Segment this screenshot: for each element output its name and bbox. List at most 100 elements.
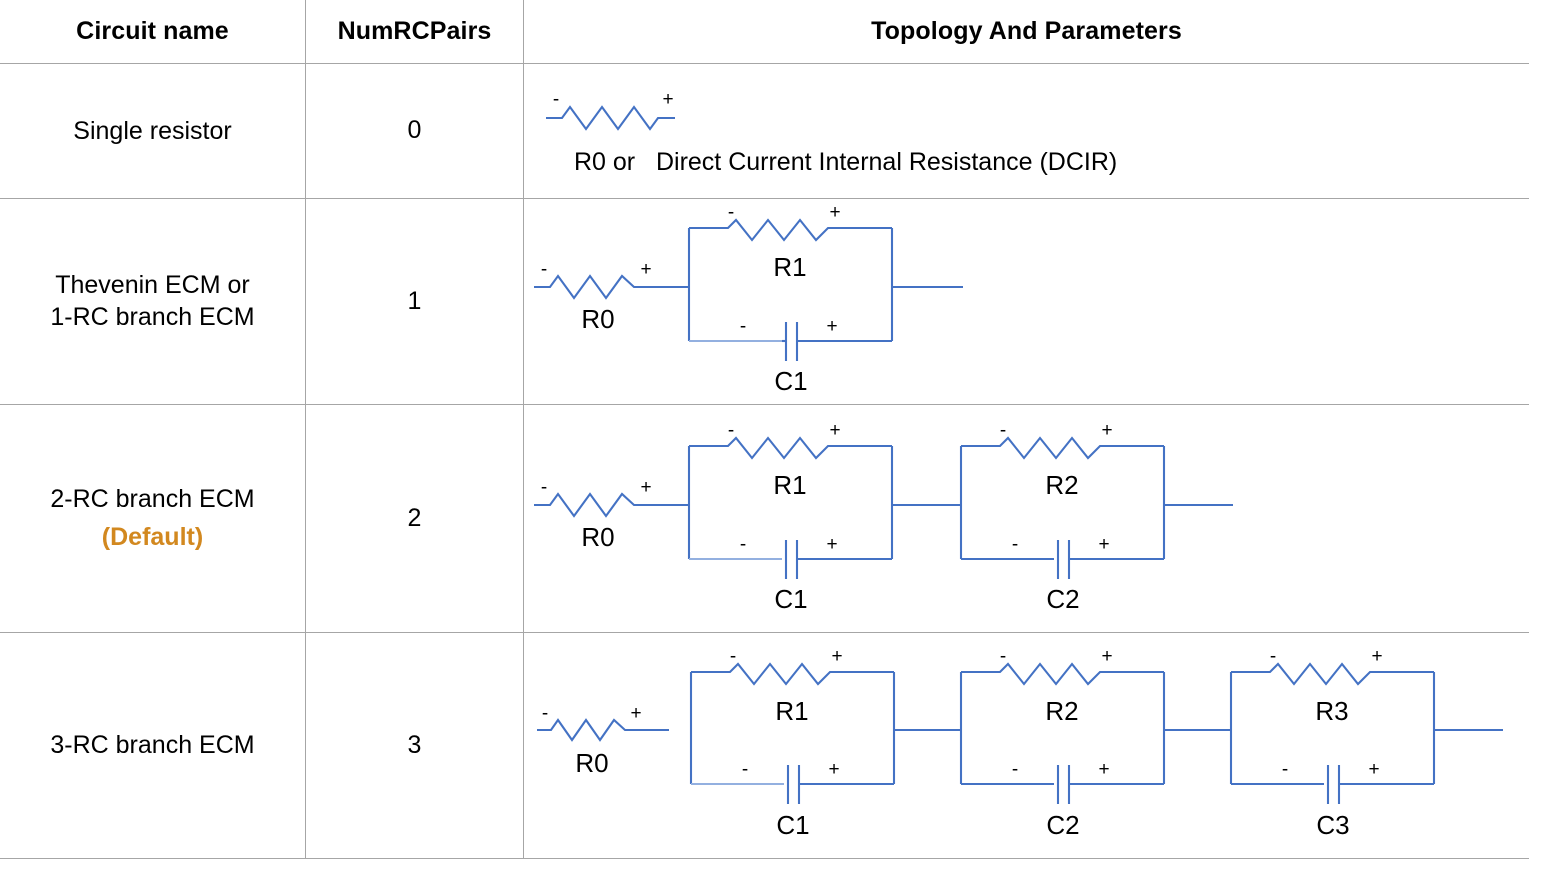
- c1-minus-sign: -: [742, 759, 748, 780]
- table-rule-row3: [0, 632, 1529, 633]
- r1-minus-sign: -: [730, 646, 736, 667]
- r2-minus-sign: -: [1000, 420, 1006, 441]
- row-single-resistor-name: Single resistor: [0, 63, 305, 198]
- circuit-name-main: 2-RC branch ECM: [50, 485, 255, 513]
- r0-minus-sign: -: [541, 477, 547, 498]
- resistor-r0-symbol: [546, 105, 675, 131]
- r1-minus-sign: -: [728, 202, 734, 223]
- header-num-rc-pairs-label: NumRCPairs: [337, 17, 492, 45]
- resistor-r0-symbol: [534, 492, 689, 518]
- c1-label: C1: [774, 584, 807, 614]
- header-topology: Topology And Parameters: [524, 0, 1529, 63]
- c3-plus-sign: +: [1368, 759, 1379, 780]
- single-resistor-caption: R0 or Direct Current Internal Resistance…: [574, 148, 1118, 176]
- rc-block-2: [959, 436, 1233, 579]
- rc-block-3: [1229, 662, 1503, 804]
- r0-label: R0: [575, 748, 608, 778]
- r0-label: R0: [581, 522, 614, 552]
- r0-minus-sign: -: [542, 703, 548, 724]
- row-single-resistor-numrcpairs: 0: [306, 63, 523, 198]
- r3-minus-sign: -: [1270, 646, 1276, 667]
- r1-plus-sign: +: [829, 420, 840, 441]
- row-2rc-numrcpairs: 2: [306, 404, 523, 632]
- row-3rc-name: 3-RC branch ECM: [0, 632, 305, 858]
- r1-plus-sign: +: [829, 202, 840, 223]
- three-rc-ecm-svg: - + R0 - + R1 - + C1: [537, 646, 1503, 840]
- r0-plus-sign: +: [662, 89, 673, 110]
- diagram-3rc-ecm: - + R0 - + R1 - + C1: [524, 632, 1529, 858]
- c2-label: C2: [1046, 810, 1079, 840]
- topology-table: Circuit name NumRCPairs Topology And Par…: [0, 0, 1529, 859]
- circuit-name-line-1: Thevenin ECM or: [55, 271, 250, 299]
- resistor-r0-symbol: [537, 718, 669, 742]
- default-badge: (Default): [101, 523, 204, 551]
- c2-plus-sign: +: [1098, 534, 1109, 555]
- header-circuit-name: Circuit name: [0, 0, 305, 63]
- table-divider-col2: [523, 0, 524, 858]
- r0-label: R0: [581, 304, 614, 334]
- c1-plus-sign: +: [826, 316, 837, 337]
- c3-label: C3: [1316, 810, 1349, 840]
- table-rule-row1: [0, 198, 1529, 199]
- r0-minus-sign: -: [553, 89, 559, 110]
- r2-plus-sign: +: [1101, 646, 1112, 667]
- resistor-r0-symbol: [534, 274, 689, 300]
- diagram-thevenin-ecm: - + R0 -: [524, 198, 1529, 404]
- diagram-2rc-ecm: - + R0 - + R1 - + C1: [524, 404, 1529, 632]
- r0-plus-sign: +: [640, 477, 651, 498]
- r0-plus-sign: +: [640, 259, 651, 280]
- thevenin-ecm-svg: - + R0 -: [534, 202, 963, 396]
- circuit-name-text: Thevenin ECM or 1-RC branch ECM: [50, 269, 254, 333]
- rc-block-1: [687, 436, 961, 579]
- rc-block-1: [687, 218, 963, 361]
- row-thevenin-name: Thevenin ECM or 1-RC branch ECM: [0, 198, 305, 404]
- c1-label: C1: [774, 366, 807, 396]
- circuit-name-text: 3-RC branch ECM: [50, 731, 255, 759]
- r3-plus-sign: +: [1371, 646, 1382, 667]
- row-2rc-name: 2-RC branch ECM (Default): [0, 404, 305, 632]
- r2-minus-sign: -: [1000, 646, 1006, 667]
- single-resistor-svg: - +: [546, 89, 675, 131]
- r1-label: R1: [773, 470, 806, 500]
- c1-label: C1: [776, 810, 809, 840]
- row-3rc-numrcpairs: 3: [306, 632, 523, 858]
- header-circuit-name-label: Circuit name: [76, 17, 229, 45]
- c2-label: C2: [1046, 584, 1079, 614]
- header-topology-label: Topology And Parameters: [871, 17, 1182, 45]
- num-rc-pairs-value: 0: [407, 116, 422, 144]
- two-rc-ecm-svg: - + R0 - + R1 - + C1: [534, 420, 1233, 614]
- c2-minus-sign: -: [1012, 759, 1018, 780]
- table-rule-bottom: [0, 858, 1529, 859]
- diagram-single-resistor: - +: [524, 63, 1529, 198]
- row-thevenin-numrcpairs: 1: [306, 198, 523, 404]
- num-rc-pairs-value: 3: [407, 730, 422, 759]
- num-rc-pairs-value: 2: [407, 503, 422, 532]
- r0-minus-sign: -: [541, 259, 547, 280]
- c1-minus-sign: -: [740, 316, 746, 337]
- r3-label: R3: [1315, 696, 1348, 726]
- r2-plus-sign: +: [1101, 420, 1112, 441]
- num-rc-pairs-value: 1: [407, 286, 422, 315]
- c3-minus-sign: -: [1282, 759, 1288, 780]
- c2-plus-sign: +: [1098, 759, 1109, 780]
- c1-plus-sign: +: [826, 534, 837, 555]
- c1-plus-sign: +: [828, 759, 839, 780]
- r2-label: R2: [1045, 696, 1078, 726]
- rc-block-1: [689, 662, 961, 804]
- circuit-name-line-2: 1-RC branch ECM: [50, 303, 255, 331]
- r1-plus-sign: +: [831, 646, 842, 667]
- r1-label: R1: [773, 252, 806, 282]
- r1-minus-sign: -: [728, 420, 734, 441]
- c1-minus-sign: -: [740, 534, 746, 555]
- header-num-rc-pairs: NumRCPairs: [306, 0, 523, 63]
- table-divider-col1: [305, 0, 306, 858]
- r1-label: R1: [775, 696, 808, 726]
- circuit-name-text: Single resistor: [73, 116, 232, 145]
- c2-minus-sign: -: [1012, 534, 1018, 555]
- r2-label: R2: [1045, 470, 1078, 500]
- r0-plus-sign: +: [630, 703, 641, 724]
- circuit-name-text: 2-RC branch ECM (Default): [50, 483, 254, 553]
- table-rule-row2: [0, 404, 1529, 405]
- table-rule-header: [0, 63, 1529, 64]
